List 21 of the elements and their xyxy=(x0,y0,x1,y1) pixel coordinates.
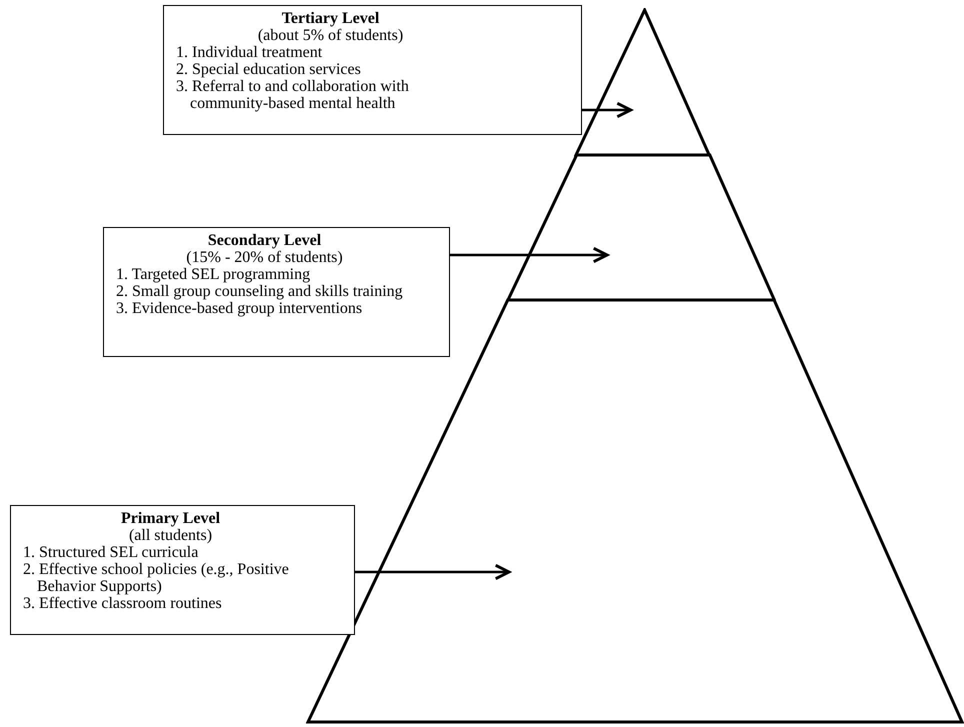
list-item: 1. Individual treatment xyxy=(175,44,324,61)
level-box xyxy=(103,227,450,357)
list-item: 2. Effective school policies (e.g., Positive Behavior Supports) xyxy=(22,561,290,595)
level-box xyxy=(163,5,582,135)
list-item: 3. Effective classroom routines xyxy=(22,595,223,612)
level-box xyxy=(10,505,355,635)
list-item: 2. Small group counseling and skills training xyxy=(115,283,404,300)
list-item: 3. Referral to and collaboration with community-based mental health xyxy=(175,78,410,112)
arrow xyxy=(450,246,608,264)
list-item: 1. Targeted SEL programming xyxy=(115,266,312,283)
arrow xyxy=(582,102,632,118)
level-share: (15% - 20% of students) xyxy=(185,249,344,266)
list-item: 1. Structured SEL curricula xyxy=(22,544,200,561)
level-share: (about 5% of students) xyxy=(258,27,404,44)
list-item: 2. Special education services xyxy=(175,61,362,78)
level-share: (all students) xyxy=(128,527,214,544)
list-item: 3. Evidence-based group interventions xyxy=(115,300,364,317)
level-heading: Secondary Level xyxy=(206,232,322,249)
level-heading: Primary Level xyxy=(120,510,222,527)
level-heading: Tertiary Level xyxy=(280,10,380,27)
arrow xyxy=(355,564,510,580)
